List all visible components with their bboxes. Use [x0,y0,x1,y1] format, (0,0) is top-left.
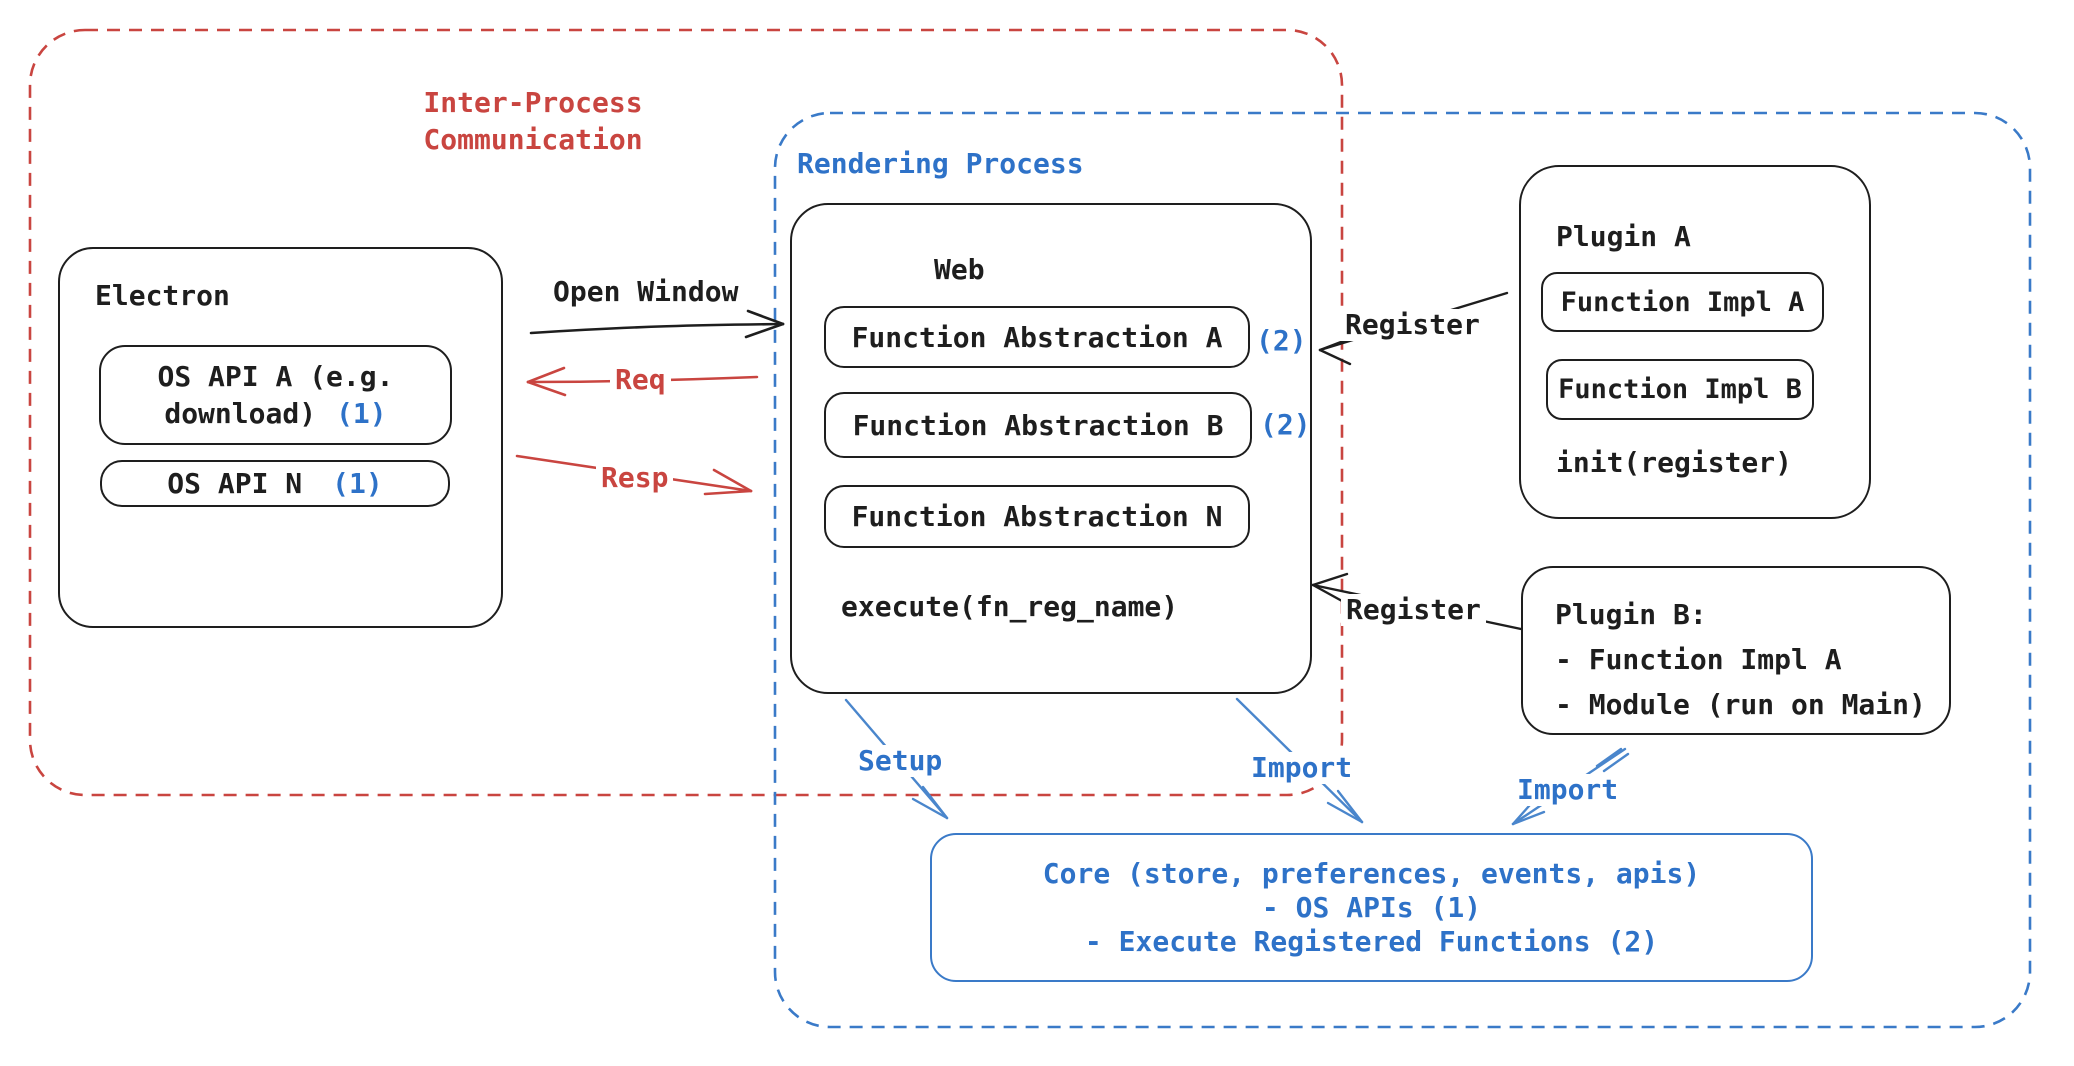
electron-title: Electron [95,279,230,312]
rendering-region-label: Rendering Process [797,147,1084,180]
os-api-a-badge: (1) [336,397,387,430]
plugin-a-init-text: init(register) [1556,446,1793,479]
function-impl-b-box: Function Impl B [1546,359,1814,420]
plugin-b-item2: - Module (run on Main) [1555,688,1926,721]
os-api-a-line1: OS API A (e.g. [157,360,394,393]
os-api-a-line2: download) (1) [164,395,386,432]
web-box: Web Function Abstraction A (2) Function … [790,203,1312,694]
core-box: Core (store, preferences, events, apis) … [930,833,1813,982]
register-top-label: Register [1340,309,1485,341]
web-title: Web [934,253,985,286]
plugin-b-box: Plugin B: - Function Impl A - Module (ru… [1521,566,1951,735]
os-api-n-box: OS API N (1) [100,460,450,507]
execute-call-text: execute(fn_reg_name) [841,590,1179,623]
setup-label: Setup [853,745,948,777]
plugin-a-box: Plugin A Function Impl A Function Impl B… [1519,165,1871,519]
os-api-a-box: OS API A (e.g. download) (1) [99,345,452,445]
core-line1: Core (store, preferences, events, apis) [1042,856,1701,890]
core-line2: - OS APIs (1) [1261,890,1482,924]
import-web-label: Import [1246,752,1358,784]
function-abstraction-a-badge: (2) [1256,324,1307,357]
register-bottom-label: Register [1341,594,1486,626]
os-api-a-line2-text: download) [164,397,317,430]
req-label: Req [610,364,671,396]
os-api-n-text: OS API N [167,467,303,500]
electron-box: Electron OS API A (e.g. download) (1) OS… [58,247,503,628]
import-plugin-label: Import [1512,774,1624,806]
ipc-region-border [28,28,1344,797]
plugin-b-content: Plugin B: - Function Impl A - Module (ru… [1555,592,1926,727]
function-impl-a-box: Function Impl A [1541,272,1824,332]
function-abstraction-b-badge: (2) [1260,408,1311,441]
plugin-b-title: Plugin B: [1555,598,1707,631]
function-abstraction-a-box: Function Abstraction A [824,306,1250,368]
open-window-label: Open Window [548,276,744,308]
plugin-a-title: Plugin A [1556,220,1691,253]
ipc-region-label-line2: Communication [423,123,643,156]
open-window-arrow [529,309,785,339]
rendering-region-border [773,111,2032,1029]
ipc-region-label: Inter-Process Communication [413,84,653,158]
ipc-region-label-line1: Inter-Process [423,86,643,119]
os-api-n-badge: (1) [332,467,383,500]
resp-label: Resp [596,462,674,494]
core-line3: - Execute Registered Functions (2) [1084,924,1659,958]
function-abstraction-n-box: Function Abstraction N [824,485,1250,548]
plugin-b-item1: - Function Impl A [1555,643,1842,676]
function-abstraction-b-box: Function Abstraction B [824,392,1252,458]
